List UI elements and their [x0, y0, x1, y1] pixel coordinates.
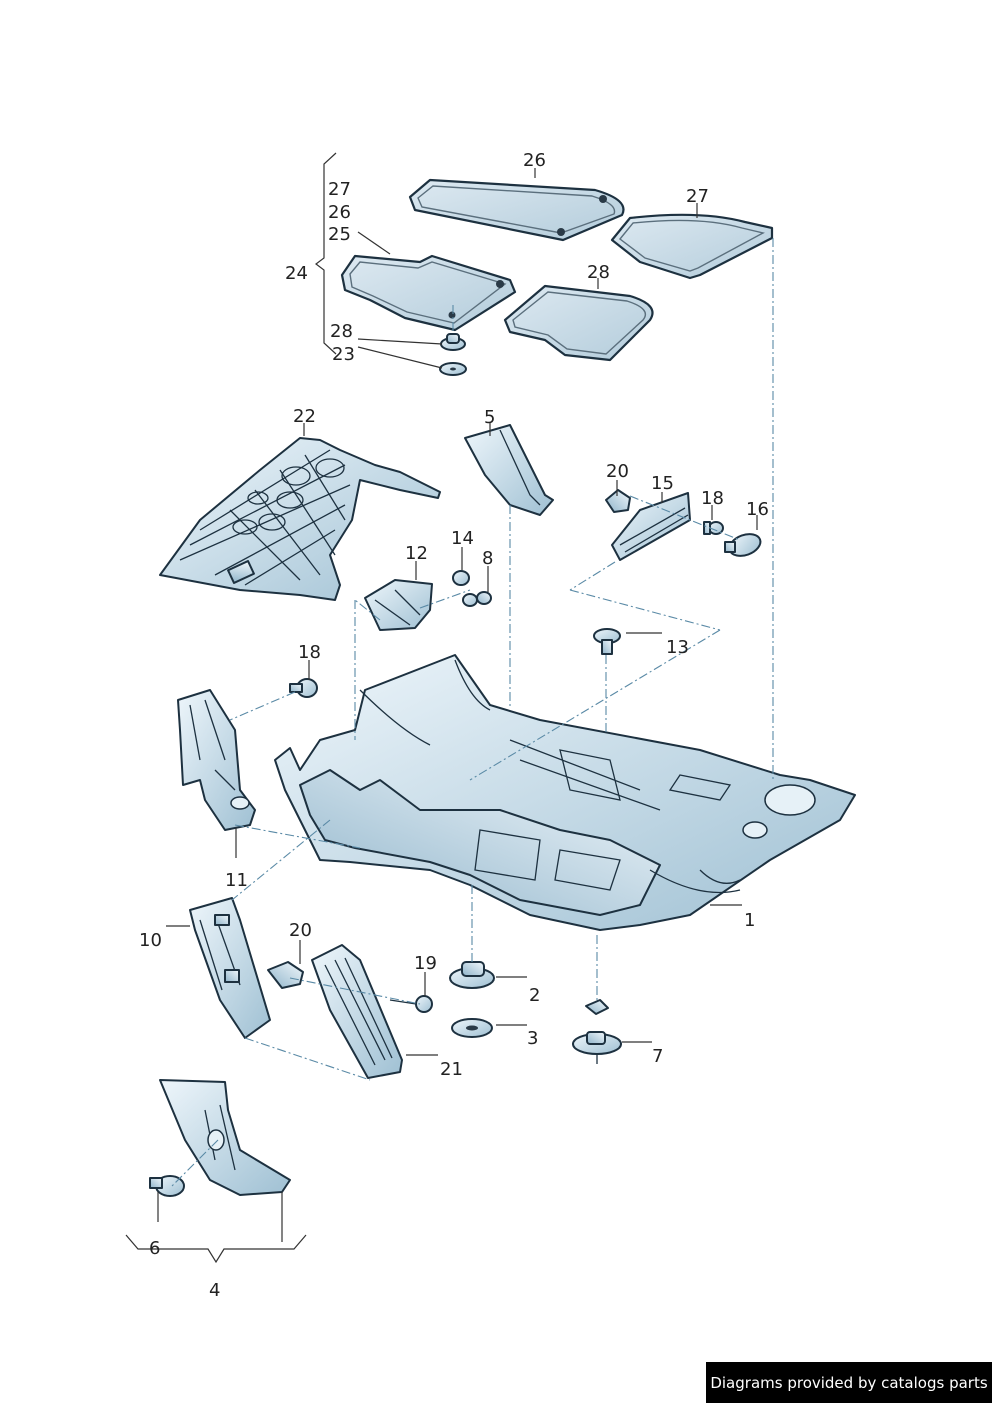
callout-24: 24 — [285, 263, 308, 284]
leader-lines — [125, 152, 758, 1264]
clip-7 — [572, 999, 622, 1064]
callout-27-list: 27 — [328, 179, 351, 200]
callout-13: 13 — [666, 637, 689, 658]
mat-retainer-washer — [439, 362, 467, 376]
callout-3: 3 — [527, 1028, 538, 1049]
bracket-15 — [611, 492, 691, 561]
washer-3 — [451, 1018, 493, 1038]
callout-7: 7 — [652, 1046, 663, 1067]
credit-banner: Diagrams provided by catalogs parts — [706, 1362, 992, 1403]
callout-25: 25 — [328, 224, 351, 245]
callout-28-mat: 28 — [587, 262, 610, 283]
callout-12: 12 — [405, 543, 428, 564]
callout-18-left: 18 — [298, 642, 321, 663]
insulation-panel — [159, 437, 441, 601]
alignment-lines — [171, 238, 774, 1187]
callout-10: 10 — [139, 930, 162, 951]
clip-20-top — [605, 489, 631, 513]
mat-retainer-clip — [440, 333, 466, 351]
callout-27-top: 27 — [686, 186, 709, 207]
callout-23: 23 — [332, 344, 355, 365]
callout-18-top: 18 — [701, 488, 724, 509]
floor-carpet — [274, 654, 856, 931]
screw-18-left — [289, 678, 318, 698]
callout-4: 4 — [209, 1280, 220, 1301]
screw-13 — [593, 628, 621, 655]
bracket-12 — [364, 579, 433, 631]
trim-panel-10 — [189, 897, 271, 1039]
callout-6: 6 — [149, 1238, 160, 1259]
callout-5: 5 — [484, 407, 495, 428]
callout-28-clip: 28 — [330, 321, 353, 342]
callout-1: 1 — [744, 910, 755, 931]
callout-14: 14 — [451, 528, 474, 549]
clip-2 — [449, 961, 495, 989]
callout-26-list: 26 — [328, 202, 351, 223]
callout-2: 2 — [529, 985, 540, 1006]
screw-19 — [389, 995, 433, 1013]
callout-16: 16 — [746, 499, 769, 520]
floor-mat-front-right — [408, 178, 625, 242]
floor-mat-front-left — [340, 254, 517, 332]
callout-19: 19 — [414, 953, 437, 974]
cap-16 — [724, 533, 762, 557]
floor-mat-rear-right — [610, 213, 774, 280]
callout-22: 22 — [293, 406, 316, 427]
callout-26-top: 26 — [523, 150, 546, 171]
floor-mat-rear-left — [503, 284, 654, 362]
callout-8: 8 — [482, 548, 493, 569]
callout-20-top: 20 — [606, 461, 629, 482]
clip-14 — [452, 570, 470, 586]
callout-21: 21 — [440, 1059, 463, 1080]
a-pillar-trim — [464, 424, 554, 516]
clip-8 — [462, 591, 492, 607]
callout-15: 15 — [651, 473, 674, 494]
bracket-11 — [177, 689, 256, 831]
callout-11: 11 — [225, 870, 248, 891]
callout-20-bottom: 20 — [289, 920, 312, 941]
clip-20-bottom — [267, 961, 304, 989]
sill-plate-21 — [311, 944, 403, 1079]
trim-4 — [159, 1079, 291, 1196]
callout-labels: 26 27 27 26 25 24 28 28 23 22 5 20 15 18… — [139, 150, 769, 1301]
